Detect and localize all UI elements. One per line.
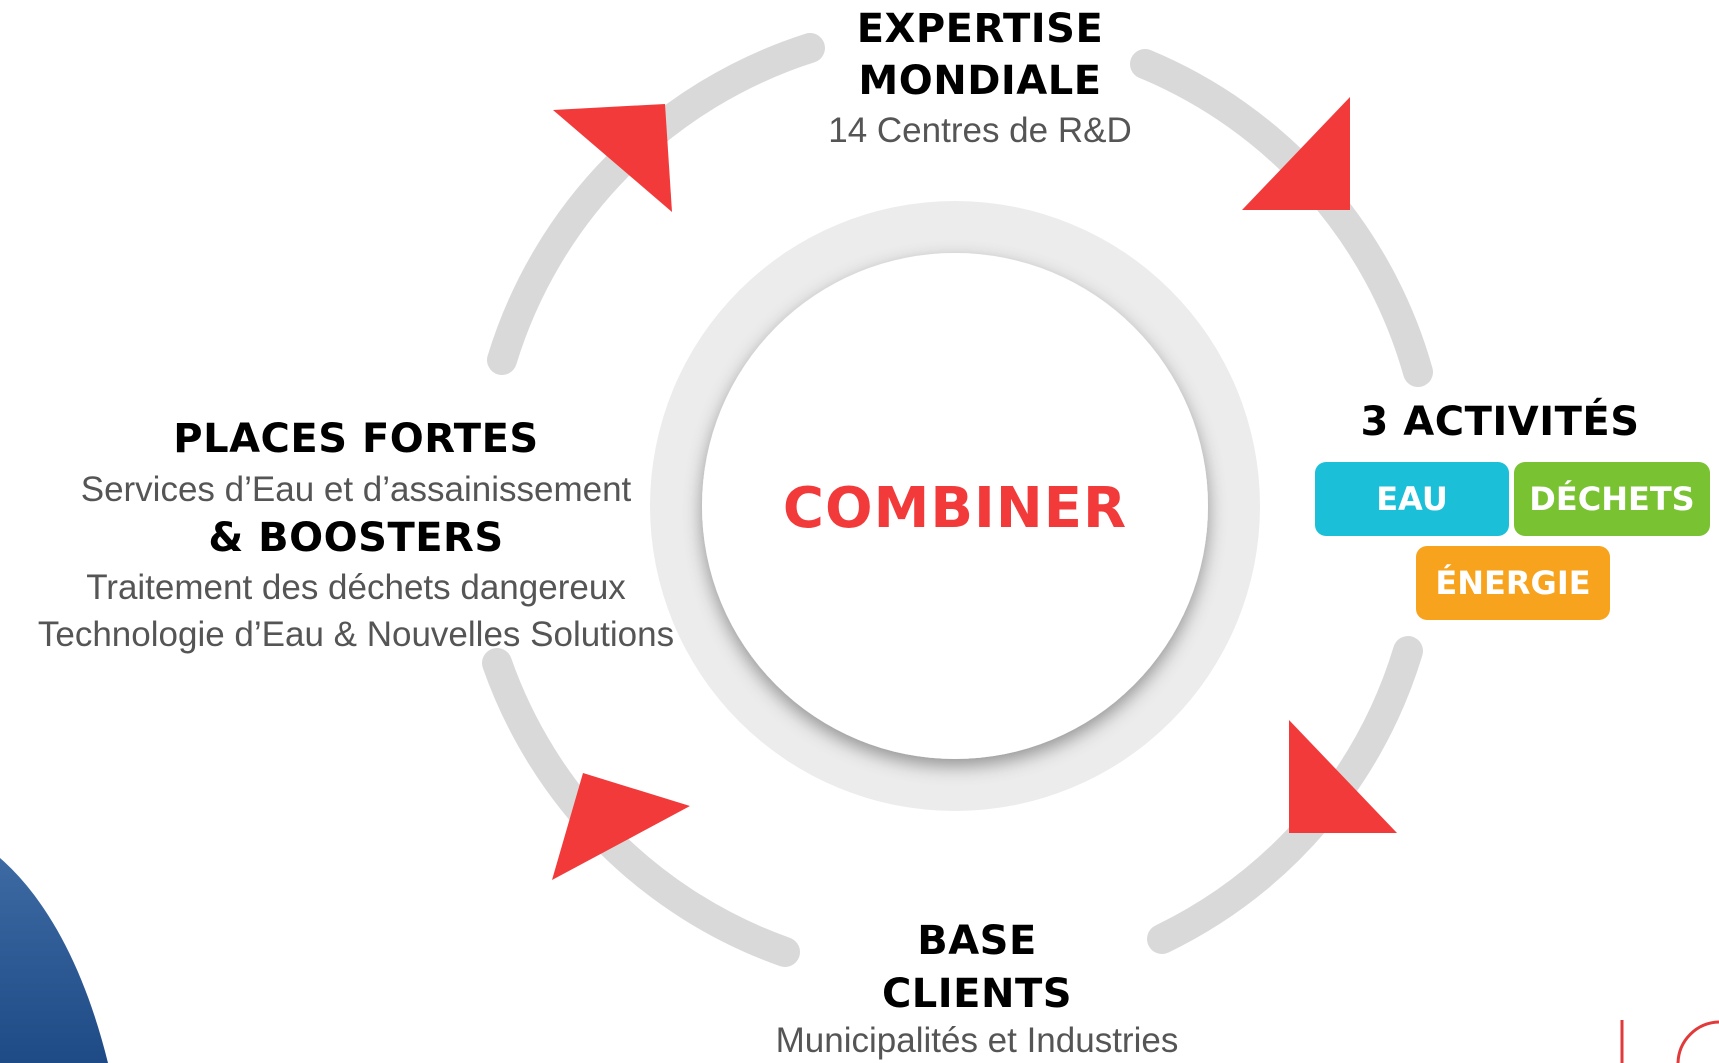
ring-arc-top-left bbox=[487, 33, 825, 375]
top-node-subtitle: 14 Centres de R&D bbox=[828, 111, 1132, 150]
top-node-title-line2: MONDIALE bbox=[858, 58, 1102, 104]
ring-arc-bottom-right bbox=[1147, 636, 1423, 954]
chip-eau: EAU bbox=[1315, 462, 1509, 536]
left-node-title-places-fortes: PLACES FORTES bbox=[173, 416, 539, 462]
left-node-subtitle-technologie: Technologie d’Eau & Nouvelles Solutions bbox=[37, 615, 675, 654]
chip-energie: ÉNERGIE bbox=[1416, 546, 1610, 620]
bottom-node-title-line1: BASE bbox=[917, 918, 1037, 964]
center-circle bbox=[702, 253, 1208, 759]
red-logo-fragment bbox=[1620, 1020, 1719, 1063]
bottom-node-subtitle: Municipalités et Industries bbox=[775, 1021, 1179, 1060]
left-node-subtitle-services: Services d’Eau et d’assainissement bbox=[80, 470, 632, 509]
chip-dechets: DÉCHETS bbox=[1514, 462, 1710, 536]
blue-corner-swoosh bbox=[0, 858, 108, 1063]
left-node-subtitle-dechets: Traitement des déchets dangereux bbox=[86, 568, 626, 607]
arrow-bottom-right-icon bbox=[1289, 720, 1397, 833]
arrow-top-right-icon bbox=[1242, 97, 1350, 210]
top-node-title-line1: EXPERTISE bbox=[856, 6, 1104, 52]
right-node-title: 3 ACTIVITÉS bbox=[1360, 399, 1640, 445]
center-label: COMBINER bbox=[782, 476, 1128, 541]
arrow-top-left-icon bbox=[553, 104, 672, 212]
arrow-bottom-left-icon bbox=[552, 773, 690, 880]
bottom-node-title-line2: CLIENTS bbox=[881, 971, 1073, 1017]
left-node-title-boosters: & BOOSTERS bbox=[208, 515, 504, 561]
